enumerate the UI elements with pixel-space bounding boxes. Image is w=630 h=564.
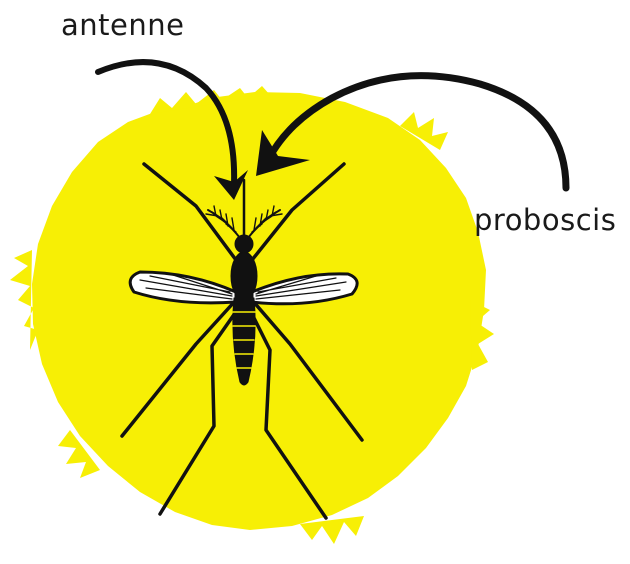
antenne-label: antenne xyxy=(61,8,184,42)
proboscis-label: proboscis xyxy=(474,203,616,237)
mosquito-thorax xyxy=(231,252,257,300)
blob-brush-edge-right xyxy=(470,300,494,370)
